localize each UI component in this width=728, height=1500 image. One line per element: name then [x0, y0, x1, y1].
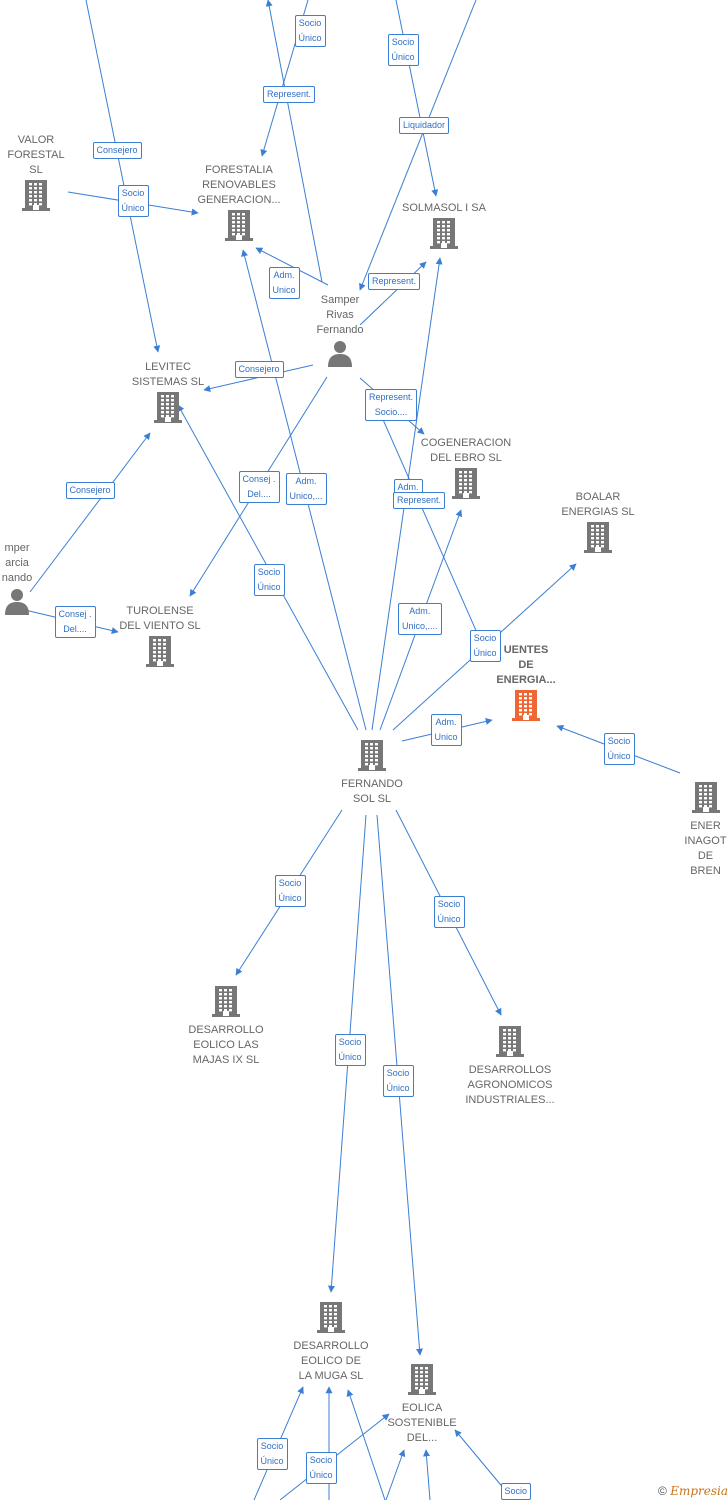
node-desarrollo-muga[interactable]: DESARROLLO EOLICO DE LA MUGA SL — [281, 1300, 381, 1384]
edge-label: Adm. — [393, 478, 423, 496]
edge-label: Socio Único — [603, 733, 635, 765]
edge-label: Consejero — [92, 141, 142, 159]
edge-top-to-samper-rivas — [359, 0, 477, 291]
edge-label: Socio Único — [274, 875, 306, 907]
building-icon — [407, 1362, 437, 1401]
building-icon — [145, 634, 175, 673]
edge-label: Socio Único — [469, 630, 501, 662]
brand-logo[interactable]: Empresia — [670, 1484, 728, 1498]
edge-label: Socio Único — [117, 185, 149, 217]
edge-label: Socio Único — [382, 1065, 414, 1097]
edge-label: Consej . Del.... — [54, 606, 96, 638]
copyright-symbol: © — [658, 1484, 667, 1498]
node-desarrollo-majas[interactable]: DESARROLLO EOLICO LAS MAJAS IX SL — [176, 984, 276, 1068]
building-icon — [451, 466, 481, 505]
edge-label: Adm. Unico — [268, 267, 300, 299]
building-icon — [21, 178, 51, 217]
edge-label: Socio Único — [253, 564, 285, 596]
footer: © Empresia — [658, 1484, 728, 1498]
node-levitec[interactable]: LEVITEC SISTEMAS SL — [123, 360, 213, 429]
edge-label: Represent. — [368, 272, 421, 290]
edge-bottom-to-eolica-d — [454, 1429, 506, 1491]
building-icon — [583, 520, 613, 559]
edge-samper-to-forestalia-adm — [255, 247, 329, 286]
node-boalar[interactable]: BOALAR ENERGIAS SL — [548, 490, 648, 559]
node-cogeneracion[interactable]: COGENERACION DEL EBRO SL — [411, 436, 521, 505]
node-label: SOLMASOL I SA — [402, 202, 486, 214]
building-icon — [511, 688, 541, 727]
node-valor-forestal[interactable]: VALOR FORESTAL SL — [0, 133, 72, 217]
node-label: FORESTALIA RENOVABLES GENERACION... — [197, 164, 281, 206]
node-label: DESARROLLO EOLICO LAS MAJAS IX SL — [188, 1024, 264, 1066]
edge-label: Socio Único — [256, 1438, 288, 1470]
node-label: BOALAR ENERGIAS SL — [561, 491, 635, 518]
node-label: TUROLENSE DEL VIENTO SL — [119, 605, 201, 632]
edge-label: Consejero — [65, 481, 115, 499]
person-icon — [2, 586, 32, 621]
building-icon — [224, 208, 254, 247]
edge-bottom-to-eolica-c — [423, 1449, 431, 1500]
edge-label: Adm. Unico — [430, 714, 462, 746]
building-icon — [495, 1024, 525, 1063]
edge-top-to-solmasol — [395, 0, 439, 197]
node-label: LEVITEC SISTEMAS SL — [131, 361, 205, 388]
edge-label: Represent. — [263, 85, 316, 103]
node-eolica-sostenible[interactable]: EOLICA SOSTENIBLE DEL... — [372, 1362, 472, 1446]
edge-samper-to-fuentes — [369, 389, 490, 661]
edge-label: Represent. Socio.... — [365, 389, 418, 421]
edge-label: Consej . Del.... — [238, 471, 280, 503]
edge-bottom-to-eolica-b — [385, 1449, 406, 1500]
edge-label: Socio — [500, 1483, 532, 1500]
building-icon — [316, 1300, 346, 1339]
edge-samper-to-forestalia — [265, 0, 323, 283]
node-forestalia[interactable]: FORESTALIA RENOVABLES GENERACION... — [184, 163, 294, 247]
node-label: VALOR FORESTAL SL — [7, 134, 65, 176]
node-solmasol[interactable]: SOLMASOL I SA — [394, 201, 494, 255]
edge-label: Adm. Unico,.... — [398, 603, 442, 635]
node-label: COGENERACION DEL EBRO SL — [420, 437, 512, 464]
node-label: UENTES DE ENERGIA... — [496, 644, 556, 686]
building-icon — [153, 390, 183, 429]
edge-label: Consejero — [234, 360, 284, 378]
node-fernando-sol[interactable]: FERNANDO SOL SL — [322, 738, 422, 807]
node-label: DESARROLLO EOLICO DE LA MUGA SL — [293, 1340, 369, 1382]
node-energias-inagot[interactable]: ENER INAGOT DE BREN — [683, 780, 728, 879]
edge-label: Socio Único — [387, 34, 419, 66]
node-fuentes-energia[interactable]: UENTES DE ENERGIA... — [486, 643, 566, 727]
node-label: EOLICA SOSTENIBLE DEL... — [387, 1402, 457, 1444]
edge-top-to-levitec — [85, 0, 161, 353]
edge-label: Socio Único — [334, 1034, 366, 1066]
node-label: Samper Rivas Fernando — [316, 294, 364, 336]
node-samper-rivas[interactable]: Samper Rivas Fernando — [295, 293, 385, 373]
edge-samper-to-levitec — [203, 364, 314, 393]
building-icon — [429, 216, 459, 255]
node-label: ENER INAGOT DE BREN — [684, 820, 727, 877]
node-turolense[interactable]: TUROLENSE DEL VIENTO SL — [105, 604, 215, 673]
building-icon — [691, 780, 721, 819]
node-desarrollos-agro[interactable]: DESARROLLOS AGRONOMICOS INDUSTRIALES... — [455, 1024, 565, 1108]
edge-label: Socio Único — [294, 15, 326, 47]
edge-label: Adm. Unico,... — [285, 473, 327, 505]
node-label: mper arcia nando — [1, 542, 33, 584]
person-icon — [325, 338, 355, 373]
building-icon — [211, 984, 241, 1023]
edge-bottom-to-muga-c — [346, 1389, 386, 1500]
node-samper-garcia[interactable]: mper arcia nando — [0, 541, 34, 621]
edge-label: Represent. — [393, 491, 446, 509]
edge-label: Socio Único — [433, 896, 465, 928]
edge-label: Liquidador — [399, 116, 450, 134]
building-icon — [357, 738, 387, 777]
node-label: FERNANDO SOL SL — [341, 778, 403, 805]
node-label: DESARROLLOS AGRONOMICOS INDUSTRIALES... — [465, 1064, 555, 1106]
edge-label: Socio Único — [305, 1452, 337, 1484]
edge-samper-garcia-to-levitec — [29, 432, 151, 593]
